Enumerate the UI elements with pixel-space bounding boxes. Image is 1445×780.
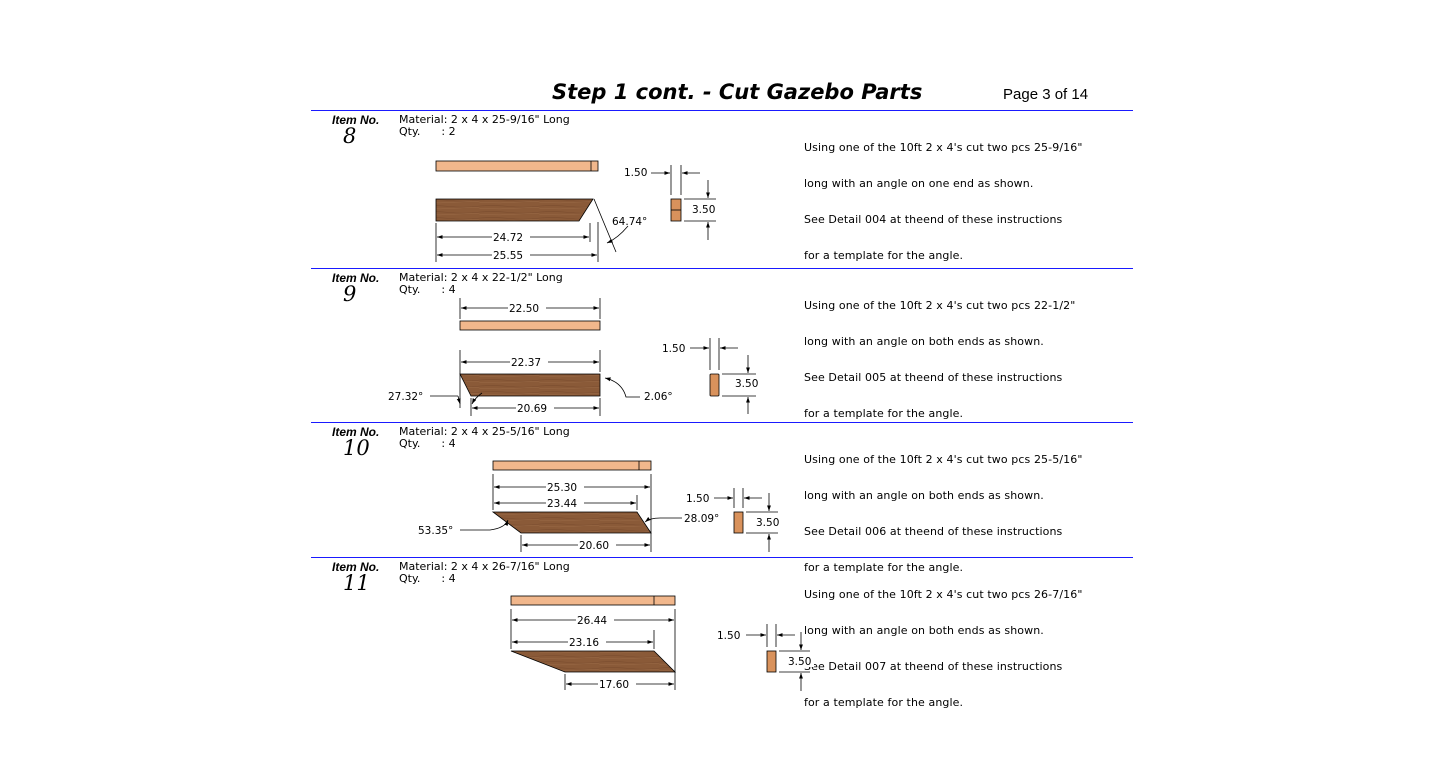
dim-text: 23.44 xyxy=(547,498,577,510)
item-8-drawing xyxy=(435,160,716,262)
item-label: Item No. xyxy=(332,425,380,439)
dim-text: 25.30 xyxy=(547,482,577,494)
item-11-drawing xyxy=(510,595,810,691)
dim-text: 1.50 xyxy=(686,493,709,505)
dim-text: 53.35° xyxy=(418,525,453,537)
item-material: Material: 2 x 4 x 25-5/16" Long xyxy=(399,425,570,438)
cut-board xyxy=(510,650,676,673)
item-material: Material: 2 x 4 x 26-7/16" Long xyxy=(399,560,570,573)
stock-board xyxy=(510,595,676,606)
item-10-drawing xyxy=(460,460,778,552)
section-divider xyxy=(311,268,1133,269)
dim-text: 23.16 xyxy=(569,637,599,649)
dim-text: 22.37 xyxy=(511,357,541,369)
page-title: Step 1 cont. - Cut Gazebo Parts xyxy=(552,80,923,104)
cut-board xyxy=(435,198,594,222)
item-description: Using one of the 10ft 2 x 4's cut two pc… xyxy=(804,276,1075,432)
dim-text: 1.50 xyxy=(717,630,740,642)
item-label: Item No. xyxy=(332,271,380,285)
item-qty: Qty. : 4 xyxy=(399,572,456,585)
dim-text: 27.32° xyxy=(388,391,423,403)
end-grain xyxy=(766,650,777,673)
dim-text: 25.55 xyxy=(493,250,523,262)
dim-text: 28.09° xyxy=(684,513,719,525)
dim-text: 22.50 xyxy=(509,303,539,315)
section-divider xyxy=(311,110,1133,111)
description-line: See Detail 004 at theend of these instru… xyxy=(804,213,1063,226)
description-line: Using one of the 10ft 2 x 4's cut two pc… xyxy=(804,141,1083,154)
dim-text: 20.60 xyxy=(579,540,609,552)
item-description: Using one of the 10ft 2 x 4's cut two pc… xyxy=(804,565,1083,721)
description-line: Using one of the 10ft 2 x 4's cut two pc… xyxy=(804,588,1083,601)
dim-text: 17.60 xyxy=(599,679,629,691)
cut-board xyxy=(459,373,601,397)
dim-text: 2.06° xyxy=(644,391,673,403)
item-material: Material: 2 x 4 x 25-9/16" Long xyxy=(399,113,570,126)
description-line: See Detail 006 at theend of these instru… xyxy=(804,525,1063,538)
section-divider xyxy=(311,422,1133,423)
description-line: long with an angle on both ends as shown… xyxy=(804,335,1044,348)
dim-text: 1.50 xyxy=(624,167,647,179)
dim-text: 3.50 xyxy=(692,204,715,216)
stock-board xyxy=(435,160,599,172)
stock-board xyxy=(459,320,601,331)
item-number: 10 xyxy=(343,436,370,460)
end-grain xyxy=(733,511,744,534)
dim-text: 1.50 xyxy=(662,343,685,355)
dim-text: 26.44 xyxy=(577,615,607,627)
item-number: 9 xyxy=(343,282,357,306)
dim-text: 3.50 xyxy=(756,517,779,529)
description-line: Using one of the 10ft 2 x 4's cut two pc… xyxy=(804,453,1083,466)
section-divider xyxy=(311,557,1133,558)
item-number: 8 xyxy=(343,124,357,148)
stock-board xyxy=(492,460,652,471)
description-line: for a template for the angle. xyxy=(804,249,964,262)
item-label: Item No. xyxy=(332,560,380,574)
dim-text: 3.50 xyxy=(735,378,758,390)
item-description: Using one of the 10ft 2 x 4's cut two pc… xyxy=(804,430,1083,586)
dim-text: 3.50 xyxy=(788,656,811,668)
page-number: Page 3 of 14 xyxy=(1003,86,1089,103)
item-qty: Qty. : 4 xyxy=(399,283,456,296)
description-line: for a template for the angle. xyxy=(804,696,964,709)
item-9-drawing xyxy=(430,298,756,416)
description-line: See Detail 007 at theend of these instru… xyxy=(804,660,1063,673)
cut-board xyxy=(491,511,652,534)
dim-text: 20.69 xyxy=(517,403,547,415)
item-qty: Qty. : 4 xyxy=(399,437,456,450)
end-grain xyxy=(709,373,720,397)
item-material: Material: 2 x 4 x 22-1/2" Long xyxy=(399,271,563,284)
description-line: Using one of the 10ft 2 x 4's cut two pc… xyxy=(804,299,1076,312)
description-line: long with an angle on one end as shown. xyxy=(804,177,1034,190)
item-number: 11 xyxy=(343,571,370,595)
dim-text: 64.74° xyxy=(612,216,647,228)
description-line: for a template for the angle. xyxy=(804,561,964,574)
item-qty: Qty. : 2 xyxy=(399,125,456,138)
description-line: for a template for the angle. xyxy=(804,407,964,420)
item-label: Item No. xyxy=(332,113,380,127)
description-line: long with an angle on both ends as shown… xyxy=(804,624,1044,637)
dim-text: 24.72 xyxy=(493,232,523,244)
description-line: See Detail 005 at theend of these instru… xyxy=(804,371,1063,384)
description-line: long with an angle on both ends as shown… xyxy=(804,489,1044,502)
item-description: Using one of the 10ft 2 x 4's cut two pc… xyxy=(804,118,1083,274)
